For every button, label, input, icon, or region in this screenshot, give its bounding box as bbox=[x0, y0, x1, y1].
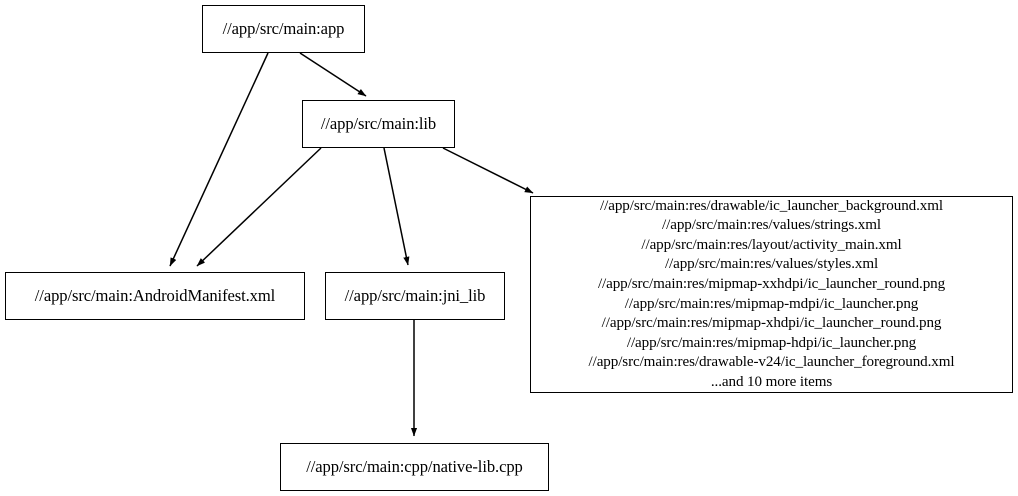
edge-lib-to-manifest bbox=[196, 147, 322, 267]
edge-lib-to-jni-lib bbox=[383, 147, 410, 266]
graph-node-jni-lib-label: //app/src/main:jni_lib bbox=[344, 286, 486, 306]
edge-app-to-manifest bbox=[169, 52, 269, 267]
graph-node-app-label: //app/src/main:app bbox=[222, 19, 345, 39]
graph-node-lib[interactable]: //app/src/main:lib bbox=[302, 100, 455, 148]
graph-node-res-group-label: //app/src/main:res/drawable/ic_launcher_… bbox=[588, 197, 955, 390]
graph-node-native-lib[interactable]: //app/src/main:cpp/native-lib.cpp bbox=[280, 443, 549, 491]
edge-lib-to-res-group bbox=[442, 147, 534, 194]
graph-node-android-manifest-label: //app/src/main:AndroidManifest.xml bbox=[34, 286, 276, 306]
graph-node-lib-label: //app/src/main:lib bbox=[320, 114, 437, 134]
graph-node-res-group[interactable]: //app/src/main:res/drawable/ic_launcher_… bbox=[530, 196, 1013, 393]
edge-app-to-lib bbox=[299, 52, 367, 97]
graph-node-jni-lib[interactable]: //app/src/main:jni_lib bbox=[325, 272, 505, 320]
graph-node-android-manifest[interactable]: //app/src/main:AndroidManifest.xml bbox=[5, 272, 305, 320]
graph-node-app[interactable]: //app/src/main:app bbox=[202, 5, 365, 53]
graph-node-native-lib-label: //app/src/main:cpp/native-lib.cpp bbox=[306, 457, 523, 477]
